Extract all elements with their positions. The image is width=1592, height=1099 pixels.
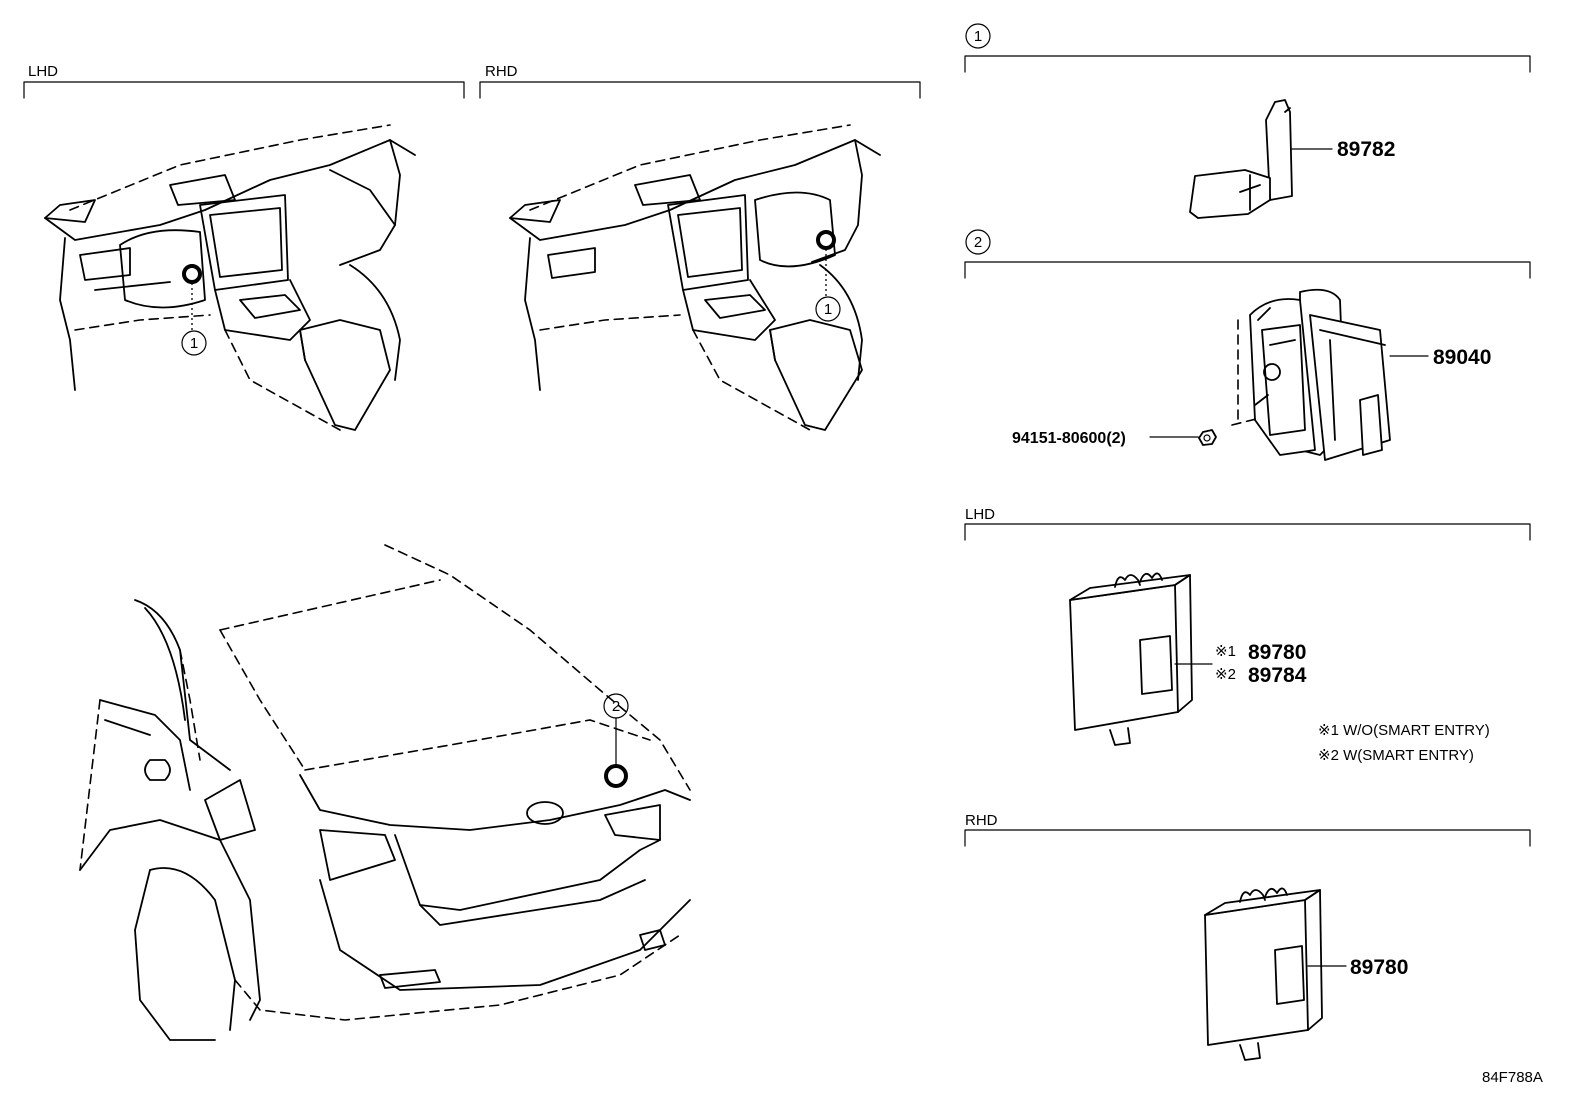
part-number-89782: 89782 [1337, 138, 1395, 161]
rear-location-marker-2 [604, 764, 628, 788]
rhd-callout-number-1: 1 [824, 301, 832, 318]
figure-code: 84F788A [1482, 1069, 1543, 1086]
lhd-module-section: LHD ※1 89780 ※2 89784 ※1 W/O(SMART ENTRY… [964, 506, 1531, 764]
part-number-89780-lhd: 89780 [1248, 641, 1306, 664]
lhd-interior-label: LHD [28, 63, 58, 80]
part-number-89784-lhd: 89784 [1248, 664, 1307, 687]
group-1-bracket [964, 55, 1531, 73]
rear-callout-circle-2 [603, 693, 629, 719]
group-1-header-number: 1 [974, 28, 982, 45]
rhd-module-bracket [964, 829, 1531, 847]
lhd-dashboard-illustration [44, 124, 416, 431]
rhd-module-label: RHD [965, 812, 998, 829]
rear-car-section: 2 [79, 544, 691, 1041]
group-2-header-number: 2 [974, 234, 982, 251]
lhd-part-b-mark: ※2 [1215, 666, 1236, 683]
group-2-header-circle [965, 229, 991, 255]
rhd-location-marker-1 [816, 230, 836, 250]
rhd-interior-section: RHD 1 [479, 63, 921, 431]
module-89780-rhd-illustration [1204, 887, 1323, 1061]
group-2-section: 2 89040 94151-80600(2) [964, 229, 1531, 461]
lhd-module-label: LHD [965, 506, 995, 523]
rhd-callout-circle-1 [815, 296, 841, 322]
note-with-smart-entry: ※2 W(SMART ENTRY) [1318, 747, 1474, 764]
bracket-89782-illustration [1189, 99, 1293, 219]
part-number-89780-rhd: 89780 [1350, 956, 1408, 979]
lhd-callout-circle-1 [181, 330, 207, 356]
lhd-interior-section: LHD 1 [23, 63, 465, 431]
fastener-part-number: 94151-80600(2) [1012, 430, 1126, 447]
note-without-smart-entry: ※1 W/O(SMART ENTRY) [1318, 722, 1490, 739]
rhd-interior-bracket [479, 81, 921, 99]
lhd-part-a-mark: ※1 [1215, 643, 1236, 660]
rear-car-illustration [79, 544, 691, 1041]
receiver-89040-illustration [1231, 288, 1391, 461]
lhd-module-bracket [964, 523, 1531, 541]
rhd-dashboard-illustration [509, 124, 881, 431]
lhd-interior-bracket [23, 81, 465, 99]
lhd-callout-number-1: 1 [190, 335, 198, 352]
rhd-interior-label: RHD [485, 63, 518, 80]
nut-94151-illustration [1198, 429, 1217, 446]
group-1-section: 1 89782 [964, 23, 1531, 219]
group-1-header-circle [965, 23, 991, 49]
module-89780-lhd-illustration [1069, 572, 1193, 746]
lhd-location-marker-1 [182, 264, 202, 284]
group-2-bracket [964, 261, 1531, 279]
part-number-89040: 89040 [1433, 346, 1491, 369]
rear-callout-number-2: 2 [612, 698, 620, 715]
rhd-module-section: RHD 89780 [964, 812, 1531, 1061]
